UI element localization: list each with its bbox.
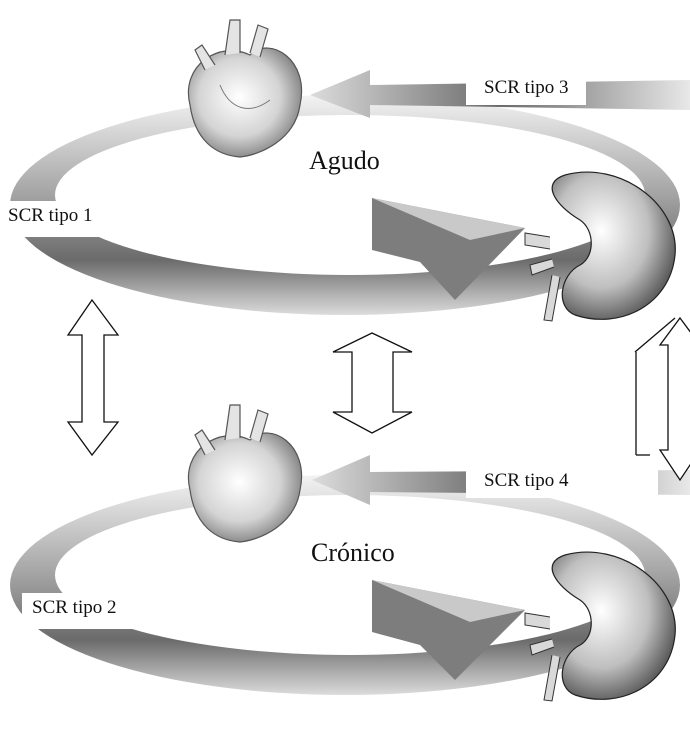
double-arrow-icon	[68, 300, 118, 455]
heart-icon	[188, 20, 301, 157]
label-scr-type-3: SCR tipo 3	[466, 73, 586, 105]
label-scr-type-2: SCR tipo 2	[22, 593, 156, 629]
double-arrow-icon	[333, 333, 412, 433]
label-scr-type-1: SCR tipo 1	[0, 201, 118, 237]
cycle-label-chronic: Crónico	[311, 538, 395, 568]
left-double-arrow	[68, 300, 118, 455]
double-arrow-icon	[635, 318, 690, 480]
heart-icon	[188, 405, 301, 542]
middle-double-arrow	[333, 333, 412, 433]
label-scr-type-4: SCR tipo 4	[466, 466, 658, 498]
cycle-label-acute: Agudo	[309, 146, 380, 176]
right-double-arrow	[660, 318, 690, 480]
